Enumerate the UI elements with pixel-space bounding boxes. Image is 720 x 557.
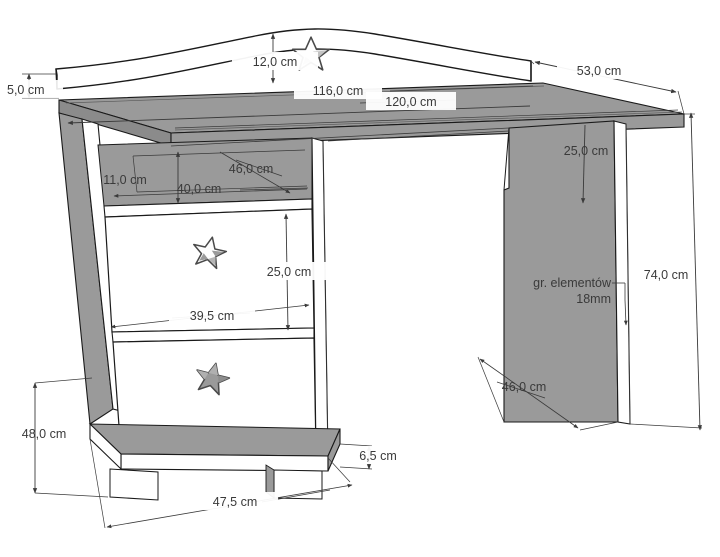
label-top-depth: 53,0 cm [577, 64, 621, 78]
dim-side-panel-depth [479, 358, 579, 429]
dim-plinth-ext-top [339, 443, 373, 447]
dim-shelf-depth [219, 151, 291, 194]
label-bg-top-overall-length [366, 92, 456, 110]
label-top-overall-length: 120,0 cm [385, 95, 436, 109]
top-underside-right [170, 127, 510, 147]
dim-plinth-leader [327, 457, 351, 483]
dim-side-panel-depth-ext-a [477, 356, 505, 423]
label-shelf-opening-height: 11,0 cm [103, 173, 147, 187]
leader-thickness-note-3 [623, 299, 628, 326]
dim-cabinet-width-ext-left [89, 438, 106, 529]
dimension-labels: 12,0 cm 5,0 cm 116,0 cm 120,0 cm 53,0 cm… [5, 52, 688, 510]
dim-side-panel-depth-ext-b [579, 421, 619, 431]
shelf-recess-back-bottom [136, 185, 308, 193]
dim-top-depth-ext-right [677, 90, 685, 115]
dim-side-panel-depth-leader [496, 381, 546, 399]
label-cabinet-height: 48,0 cm [22, 427, 66, 441]
dim-shelf-width [113, 188, 308, 198]
label-bg-top-depth [557, 61, 641, 79]
dim-top-overall-length [174, 109, 679, 129]
label-plinth-height: 6,5 cm [359, 449, 397, 463]
dim-shelf-width-leader [239, 187, 309, 191]
label-shelf-opening-depth: 46,0 cm [229, 162, 273, 176]
label-drawer-height: 25,0 cm [267, 265, 311, 279]
dim-top-depth-ext-left [530, 60, 535, 65]
star-icon-drawer-upper [193, 236, 228, 270]
label-bg-drawer-height [246, 262, 332, 280]
right-side-panel [503, 120, 619, 423]
label-thickness-note: gr. elementów [533, 276, 612, 290]
dim-total-height-ext-bot [629, 423, 703, 429]
label-bg-drawer-width [169, 306, 255, 324]
label-bg-plinth-height [342, 446, 414, 464]
dim-shelf-depth-leader [235, 159, 283, 177]
dim-total-height [688, 112, 703, 431]
shelf-recess-back-top [132, 149, 306, 157]
dim-top-front-length-leader [389, 85, 534, 92]
plinth-left-face [89, 422, 122, 471]
shelf-recess-back-left [132, 155, 138, 193]
dim-cabinet-height-ext-bot [34, 492, 109, 498]
plinth-top-face [88, 423, 341, 457]
label-thickness-value: 18mm [576, 292, 611, 306]
star-icon-drawer-lower [196, 362, 231, 396]
dim-plinth-ext-bot [339, 466, 373, 470]
label-top-thickness: 5,0 cm [7, 83, 45, 97]
dim-right-panel-inset [580, 124, 586, 204]
dim-cabinet-height-ext-top [34, 377, 93, 384]
label-bg-top-thickness [5, 80, 63, 98]
label-top-front-length: 116,0 cm [313, 84, 364, 98]
pedestal-right-stile-line [322, 140, 329, 457]
plinth-front-face [120, 453, 329, 472]
label-drawer-width: 39,5 cm [190, 309, 234, 323]
label-bg-backboard-height [232, 52, 318, 70]
desk-top-scribe-2 [174, 111, 683, 131]
label-right-panel-inset: 25,0 cm [564, 144, 608, 158]
label-bg-cabinet-width [192, 492, 278, 510]
top-underside-edge [327, 130, 510, 142]
pedestal-group [97, 137, 329, 457]
label-side-panel-depth: 46,0 cm [502, 380, 546, 394]
foot-left [109, 468, 159, 501]
label-backboard-height: 12,0 cm [253, 55, 297, 69]
label-cabinet-width: 47,5 cm [213, 495, 257, 509]
right-side-panel-group [170, 120, 631, 425]
plinth-group [88, 422, 341, 501]
label-total-height: 74,0 cm [644, 268, 688, 282]
label-shelf-opening-width: 40,0 cm [177, 182, 221, 196]
right-side-panel-edge-line [625, 123, 631, 425]
right-side-panel-notch-line [503, 127, 510, 191]
label-bg-top-front-length [294, 81, 382, 99]
